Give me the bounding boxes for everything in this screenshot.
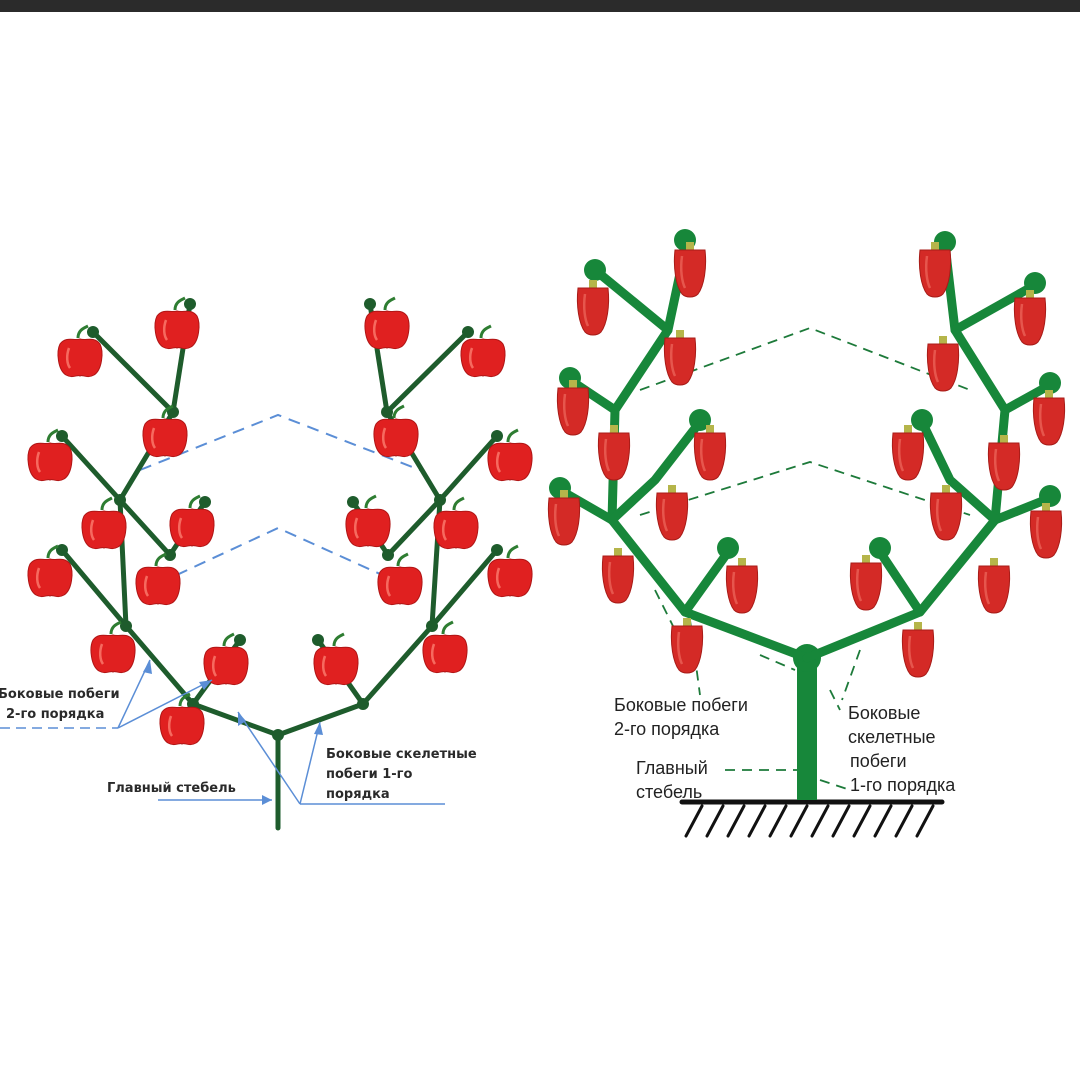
right-label-side-shoots-2-line2: 2-го порядка xyxy=(614,719,720,739)
left-dashed-connectors xyxy=(139,413,421,593)
left-label-skeletal-line1: Боковые скелетные xyxy=(326,747,477,762)
left-label-skeletal-line2: побеги 1-го xyxy=(326,767,412,782)
right-stem-tips xyxy=(549,229,1061,559)
right-stems xyxy=(555,240,1055,663)
left-label-side-shoots-2-line2: 2-го порядка xyxy=(6,707,104,722)
left-label-main-stem: Главный стебель xyxy=(107,781,236,796)
right-label-skeletal-line3: побеги xyxy=(850,751,907,771)
right-diagram: Боковые побеги 2-го порядка Главный стеб… xyxy=(547,229,1066,838)
right-label-main-stem-line2: стебель xyxy=(636,782,702,802)
top-bar xyxy=(0,0,1080,12)
left-arrows xyxy=(0,659,445,805)
left-label-side-shoots-2-line1: Боковые побеги xyxy=(0,687,120,702)
left-peppers xyxy=(26,296,534,747)
left-label-skeletal-line3: порядка xyxy=(326,787,390,802)
left-diagram: Боковые побеги 2-го порядка Боковые скел… xyxy=(0,296,534,831)
left-arrowheads xyxy=(143,660,323,805)
right-label-skeletal-line4: 1-го порядка xyxy=(850,775,956,795)
right-label-skeletal-line1: Боковые xyxy=(848,703,920,723)
right-label-side-shoots-2-line1: Боковые побеги xyxy=(614,695,748,715)
right-label-skeletal-line2: скелетные xyxy=(848,727,936,747)
ground xyxy=(679,799,945,838)
right-label-main-stem-line1: Главный xyxy=(636,758,708,778)
right-main-stem xyxy=(797,655,817,800)
